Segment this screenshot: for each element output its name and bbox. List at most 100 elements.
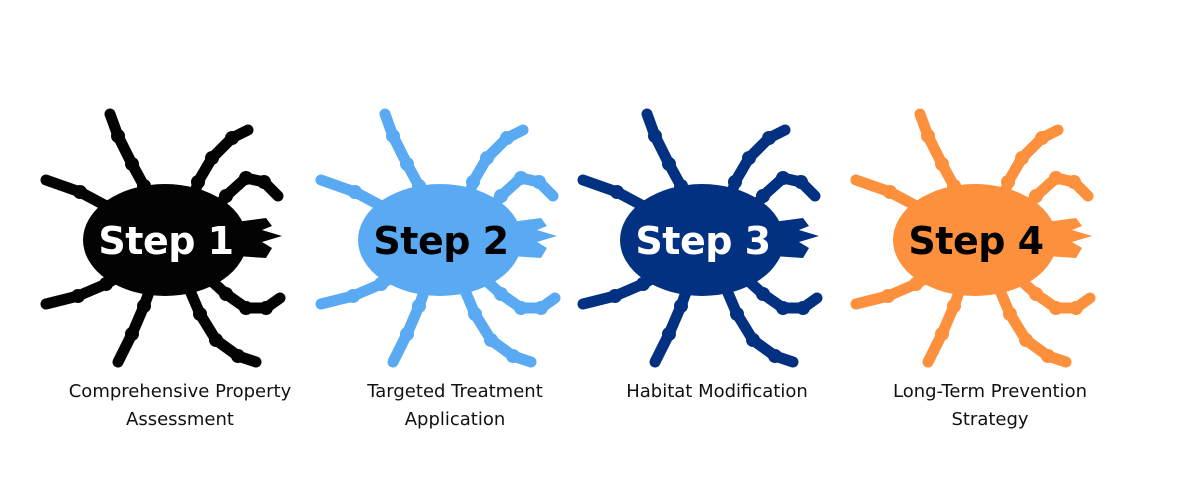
tick-leg-joint bbox=[1067, 175, 1081, 189]
tick-icon: Step 1 bbox=[40, 108, 286, 368]
tick-leg-joint bbox=[484, 333, 498, 347]
tick-leg-joint bbox=[1049, 301, 1063, 315]
step-label: Step 4 bbox=[908, 219, 1043, 263]
tick-leg-joint bbox=[776, 171, 790, 185]
tick-leg-joint bbox=[776, 301, 790, 315]
step-caption: Habitat Modification bbox=[626, 381, 808, 402]
tick-leg-joint bbox=[746, 333, 760, 347]
step-2: Step 2 Targeted Treatment Application bbox=[315, 0, 595, 500]
tick-leg-joint bbox=[881, 289, 895, 303]
tick-leg-joint bbox=[768, 349, 782, 363]
tick-leg-joint bbox=[921, 129, 935, 143]
step-4: Step 4 Long-Term Prevention Strategy bbox=[850, 0, 1130, 500]
tick-leg-joint bbox=[259, 301, 273, 315]
tick-leg-joint bbox=[1069, 301, 1083, 315]
tick-leg bbox=[922, 278, 968, 368]
step-caption: Long-Term Prevention Strategy bbox=[893, 381, 1087, 430]
step-label: Step 2 bbox=[373, 219, 508, 263]
tick-leg-joint bbox=[1049, 171, 1063, 185]
tick-leg-joint bbox=[219, 189, 233, 203]
tick-leg-joint bbox=[1035, 131, 1049, 145]
tick-leg-joint bbox=[225, 131, 239, 145]
tick-leg-joint bbox=[494, 189, 508, 203]
tick-leg-joint bbox=[239, 171, 253, 185]
tick-body bbox=[83, 184, 247, 296]
tick-icon: Step 2 bbox=[315, 108, 561, 368]
tick-leg-joint bbox=[742, 151, 756, 165]
tick-leg-joint bbox=[1019, 333, 1033, 347]
tick-leg bbox=[112, 278, 158, 368]
tick-body bbox=[620, 184, 784, 296]
step-1: Step 1 Comprehensive Property Assessment bbox=[40, 0, 320, 500]
tick-leg-joint bbox=[756, 189, 770, 203]
tick-leg-joint bbox=[480, 151, 494, 165]
tick-head bbox=[236, 218, 282, 258]
tick-leg-joint bbox=[762, 131, 776, 145]
tick-leg-joint bbox=[674, 299, 688, 313]
tick-leg-joint bbox=[257, 175, 271, 189]
tick-leg-joint bbox=[648, 129, 662, 143]
tick-leg bbox=[649, 278, 695, 368]
tick-leg-joint bbox=[125, 327, 139, 341]
tick-leg-joint bbox=[1001, 175, 1015, 189]
tick-leg-joint bbox=[193, 307, 207, 321]
tick-leg-joint bbox=[412, 299, 426, 313]
tick-leg-joint bbox=[883, 185, 897, 199]
tick-leg-joint bbox=[514, 171, 528, 185]
tick-leg-joint bbox=[662, 157, 676, 171]
tick-leg-joint bbox=[532, 175, 546, 189]
tick-leg-joint bbox=[239, 301, 253, 315]
tick-leg-joint bbox=[400, 327, 414, 341]
tick-leg-joint bbox=[1003, 307, 1017, 321]
tick-leg-joint bbox=[1029, 189, 1043, 203]
tick-leg-joint bbox=[756, 287, 770, 301]
tick-leg-joint bbox=[466, 175, 480, 189]
tick-leg-joint bbox=[348, 185, 362, 199]
tick-leg-joint bbox=[125, 157, 139, 171]
step-3: Step 3 Habitat Modification bbox=[577, 0, 857, 500]
step-caption: Comprehensive Property Assessment bbox=[68, 381, 292, 430]
tick-icon: Step 4 bbox=[850, 108, 1096, 368]
tick-leg-joint bbox=[346, 289, 360, 303]
tick-leg-joint bbox=[205, 151, 219, 165]
tick-leg-joint bbox=[494, 287, 508, 301]
tick-leg-joint bbox=[534, 301, 548, 315]
step-label: Step 1 bbox=[98, 219, 233, 263]
tick-leg-joint bbox=[71, 289, 85, 303]
tick-leg-joint bbox=[400, 157, 414, 171]
tick-leg-joint bbox=[111, 129, 125, 143]
tick-leg-joint bbox=[73, 185, 87, 199]
tick-leg-joint bbox=[209, 333, 223, 347]
tick-leg-joint bbox=[662, 327, 676, 341]
tick-icon: Step 3 bbox=[577, 108, 823, 368]
tick-leg-joint bbox=[506, 349, 520, 363]
tick-leg-joint bbox=[500, 131, 514, 145]
tick-leg-joint bbox=[219, 287, 233, 301]
tick-leg-joint bbox=[728, 175, 742, 189]
step-caption: Targeted Treatment Application bbox=[367, 381, 543, 430]
tick-leg-joint bbox=[231, 349, 245, 363]
tick-leg-joint bbox=[947, 299, 961, 313]
tick-head bbox=[1046, 218, 1092, 258]
tick-leg-joint bbox=[386, 129, 400, 143]
tick-leg-joint bbox=[468, 307, 482, 321]
tick-leg-joint bbox=[796, 301, 810, 315]
tick-leg-joint bbox=[1041, 349, 1055, 363]
tick-leg-joint bbox=[1015, 151, 1029, 165]
tick-leg-joint bbox=[1029, 287, 1043, 301]
tick-leg-joint bbox=[137, 299, 151, 313]
tick-leg-joint bbox=[935, 157, 949, 171]
step-label: Step 3 bbox=[635, 219, 770, 263]
tick-body bbox=[358, 184, 522, 296]
tick-leg bbox=[387, 278, 433, 368]
tick-leg-joint bbox=[730, 307, 744, 321]
tick-leg-joint bbox=[514, 301, 528, 315]
tick-leg-joint bbox=[608, 289, 622, 303]
tick-body bbox=[893, 184, 1057, 296]
tick-leg-joint bbox=[935, 327, 949, 341]
tick-leg-joint bbox=[191, 175, 205, 189]
tick-head bbox=[773, 218, 819, 258]
tick-head bbox=[511, 218, 557, 258]
tick-leg-joint bbox=[794, 175, 808, 189]
